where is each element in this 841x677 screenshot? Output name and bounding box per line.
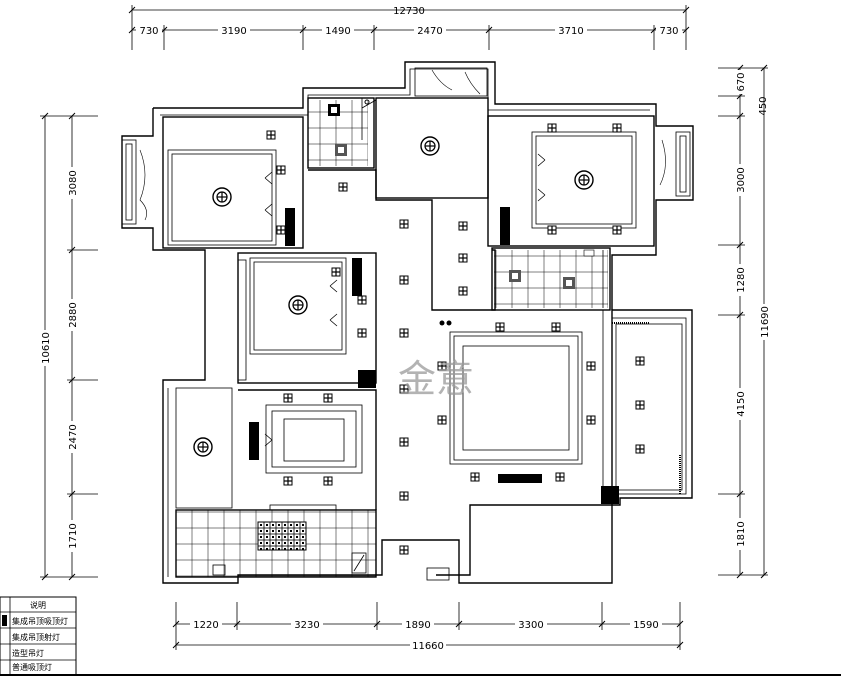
spot-light-icon [283,393,293,403]
window-left [121,139,147,225]
spot-light-icon [635,356,645,366]
watermark: 金意 [398,357,474,401]
strip-light-icon [285,208,295,246]
bedroom-top-left [162,116,304,249]
spot-light-icon [470,472,480,482]
left-dimensions: 10610 3080 2880 2470 1710 [39,112,98,581]
spot-light-icon [635,400,645,410]
spot-light-icon [551,322,561,332]
spot-light-icon [323,393,333,403]
dim-right-seg-6: 1810 [736,521,747,546]
dim-left-total: 10610 [41,332,52,364]
spot-light-icon [399,545,409,555]
spot-light-icon [399,437,409,447]
spot-light-icon [338,182,348,192]
bedroom-top-right [487,115,655,247]
spot-light-icon [283,476,293,486]
dim-right-seg-2: 450 [758,96,769,115]
spot-light-icon [458,253,468,263]
study-center [361,97,489,199]
spot-light-icon [547,225,557,235]
spot-light-icon [266,130,276,140]
dim-top-seg-4: 2470 [417,26,442,37]
strip-light-icon [249,422,259,460]
legend-header: 说明 [30,600,46,610]
legend-item-label: 普通吸顶灯 [12,662,52,672]
spot-light-icon [323,476,333,486]
strip-light-icon [498,474,542,483]
spot-light-icon [276,165,286,175]
ceiling-light-icon [193,437,213,457]
right-dimensions: 670 450 3000 1280 4150 1810 11690 [718,64,771,579]
spot-light-icon [495,322,505,332]
dim-bottom-total: 11660 [412,641,444,652]
dim-bottom-seg-3: 1890 [405,620,430,631]
dim-top-seg-1: 730 [139,26,158,37]
entrance [426,567,450,581]
dim-left-seg-1: 3080 [68,170,79,195]
dim-top-seg-6: 730 [659,26,678,37]
kitchen [175,504,377,578]
spot-light-icon [635,444,645,454]
pendant-light-icon [420,136,440,156]
bedroom-bottom-left [175,387,377,510]
pendant-light-icon [574,170,594,190]
legend: 说明 集成吊顶吸顶灯 集成吊顶射灯 造型吊灯 普通吸顶灯 [0,596,77,676]
spot-light-icon [399,491,409,501]
legend-item-label: 造型吊灯 [12,648,44,658]
balcony-right [611,317,687,495]
dim-right-total: 11690 [760,306,771,338]
spot-light-icon [399,328,409,338]
dim-bottom-seg-2: 3230 [294,620,319,631]
living-room [437,310,619,504]
spot-light-icon [437,415,447,425]
bathroom-right [491,247,611,311]
spot-light-icon [357,295,367,305]
spot-light-icon [612,225,622,235]
dim-top-seg-2: 3190 [221,26,246,37]
legend-item-label: 集成吊顶射灯 [12,632,60,642]
dim-bottom-seg-1: 1220 [193,620,218,631]
spot-light-icon [331,267,341,277]
window-right [659,131,691,197]
dim-left-seg-2: 2880 [68,302,79,327]
spot-light-icon [399,219,409,229]
dim-top-seg-3: 1490 [325,26,350,37]
dim-bottom-seg-4: 3300 [518,620,543,631]
exterior-walls [121,61,694,584]
balcony-top [414,67,488,97]
bedroom-middle-left [237,252,377,388]
bottom-dimensions: 1220 3230 1890 3300 1590 11660 [172,602,684,652]
dim-bottom-seg-5: 1590 [633,620,658,631]
spot-light-icon [612,123,622,133]
dim-left-seg-3: 2470 [68,424,79,449]
top-dimensions: 12730 730 3190 1490 2470 3710 730 [128,5,690,50]
spot-light-icon [458,221,468,231]
dim-right-seg-1: 670 [736,72,747,91]
dim-left-seg-4: 1710 [68,523,79,548]
spot-light-icon [555,472,565,482]
dim-right-seg-5: 4150 [736,391,747,416]
dim-top-seg-5: 3710 [558,26,583,37]
spot-light-icon [586,361,596,371]
pendant-light-icon [288,295,308,315]
spot-light-icon [276,225,286,235]
spot-light-icon [547,123,557,133]
spot-light-icon [399,275,409,285]
legend-item-label: 集成吊顶吸顶灯 [12,616,68,626]
dining-room [249,393,363,486]
spot-light-icon [357,328,367,338]
strip-light-icon [352,258,362,296]
dim-right-seg-4: 1280 [736,267,747,292]
dim-top-total: 12730 [393,6,425,17]
pendant-light-icon [212,187,232,207]
strip-light-icon [2,615,7,626]
dim-right-seg-3: 3000 [736,167,747,192]
spot-light-icon [586,415,596,425]
bathroom-top [307,97,375,169]
spot-light-icon [458,286,468,296]
